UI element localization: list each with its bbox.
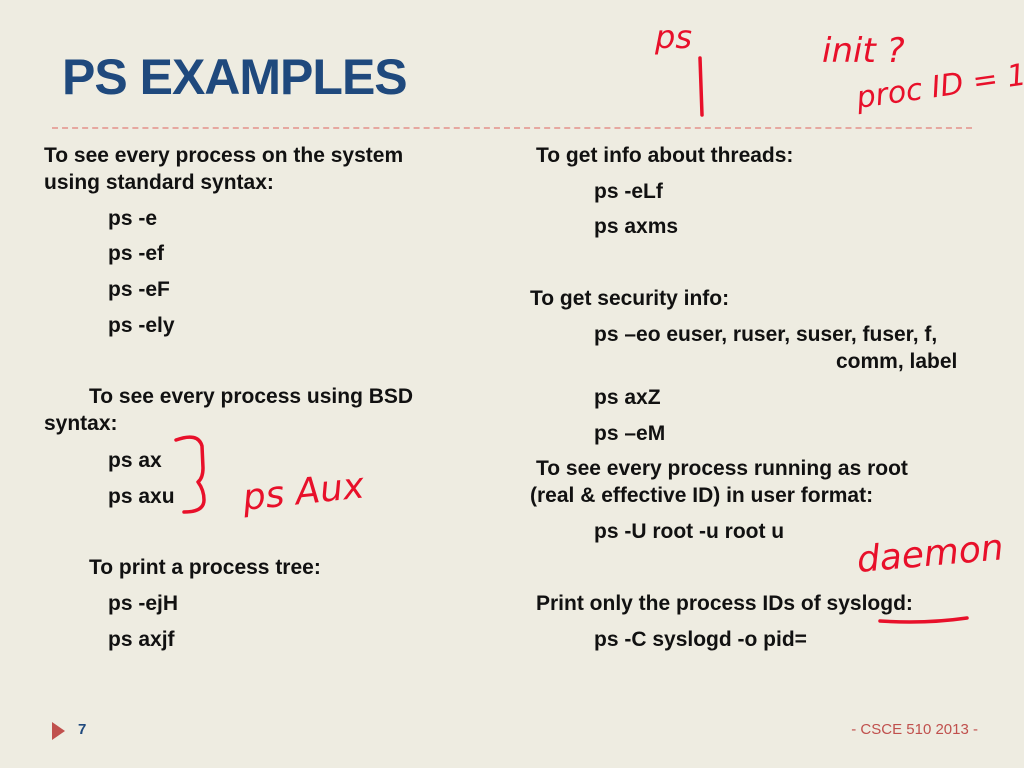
cmd-ps-eo-line2: comm, label (836, 350, 958, 373)
cmd-ps-root: ps -U root -u root u (594, 520, 785, 543)
root-heading-line1: To see every process running as root (536, 457, 908, 480)
ink-init: init ? (822, 31, 905, 71)
page-number: 7 (78, 721, 87, 738)
threads-heading: To get info about threads: (536, 144, 794, 167)
every-process-heading-line2: using standard syntax: (44, 171, 274, 194)
slide-title: PS EXAMPLES (62, 49, 408, 105)
cmd-ps-eo-line1: ps –eo euser, ruser, suser, fuser, f, (594, 323, 938, 346)
footer-course: - CSCE 510 2013 - (851, 721, 978, 738)
every-process-heading-line1: To see every process on the system (44, 144, 404, 167)
cmd-ps-syslogd: ps -C syslogd -o pid= (594, 628, 807, 651)
ink-ps: ps (654, 18, 692, 56)
ink-bracket (174, 435, 206, 514)
ink-ps-aux: ps Aux (240, 465, 367, 519)
cmd-ps-axZ: ps axZ (594, 386, 661, 409)
cmd-ps-eM: ps –eM (594, 422, 666, 445)
root-heading-line2: (real & effective ID) in user format: (530, 484, 874, 507)
cmd-ps-eLf: ps -eLf (594, 180, 663, 203)
ink-underline (878, 616, 969, 624)
tree-heading: To print a process tree: (89, 556, 321, 579)
footer-arrow-icon (52, 722, 65, 740)
security-heading: To get security info: (530, 287, 730, 310)
cmd-ps-e: ps -e (108, 207, 158, 230)
cmd-ps-ely: ps -ely (108, 314, 175, 337)
ink-vertical-line (698, 56, 704, 117)
bsd-heading-line2: syntax: (44, 412, 118, 435)
cmd-ps-ejH: ps -ejH (108, 592, 179, 615)
cmd-ps-axu: ps axu (108, 485, 175, 508)
bsd-heading-line1: To see every process using BSD (89, 385, 414, 408)
cmd-ps-ax: ps ax (108, 449, 162, 472)
cmd-ps-axms: ps axms (594, 215, 679, 238)
ink-procid: proc ID = 1 (853, 57, 1024, 116)
title-divider (52, 127, 972, 129)
cmd-ps-axjf: ps axjf (108, 628, 175, 651)
cmd-ps-eF: ps -eF (108, 278, 170, 301)
ink-daemon: daemon (855, 527, 1005, 581)
syslogd-heading: Print only the process IDs of syslogd: (536, 592, 913, 615)
cmd-ps-ef: ps -ef (108, 242, 165, 265)
